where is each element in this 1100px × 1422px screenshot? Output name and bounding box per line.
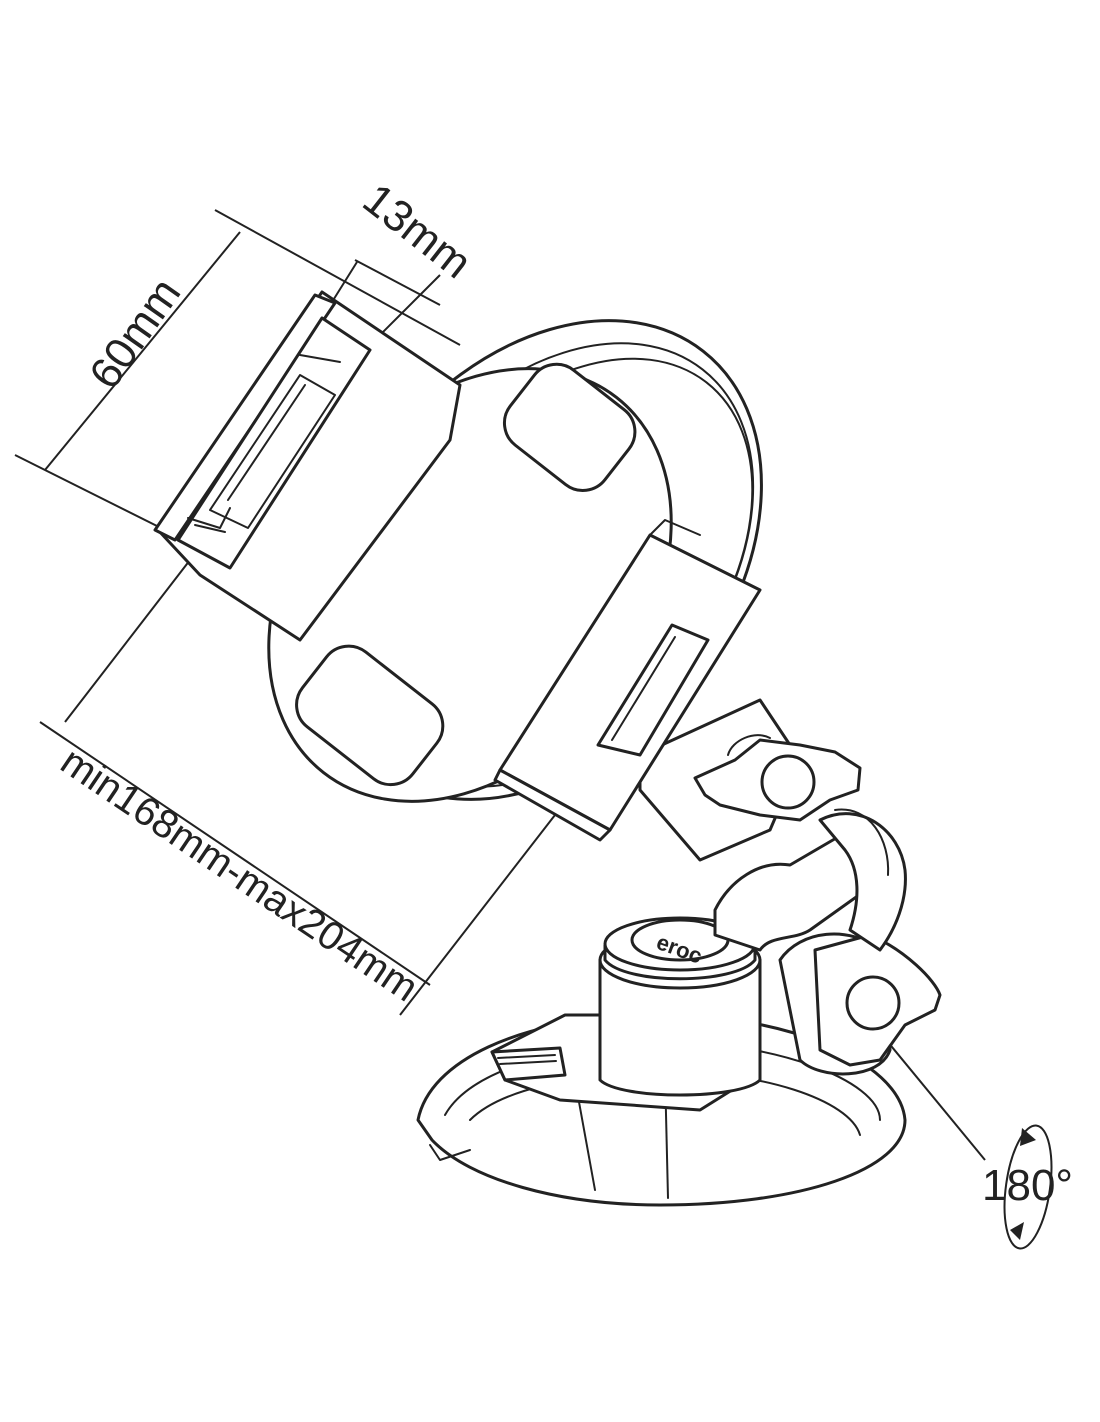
depth-label: 13mm [354,174,481,288]
base-cylinder: eroc [598,916,762,1097]
bottom-pad [295,644,445,787]
left-clamp-arm[interactable] [153,290,462,642]
extension-arm [638,698,907,952]
dimension-lines [14,209,986,1161]
base-pivot [778,932,942,1076]
rotation-label: 180° [982,1161,1073,1210]
rotation-arrow-icon [1003,1124,1053,1250]
top-pad [502,362,637,492]
upper-wing-knob[interactable] [693,734,862,822]
height-label: 60mm [80,269,190,397]
right-clamp-arm[interactable] [493,519,762,842]
